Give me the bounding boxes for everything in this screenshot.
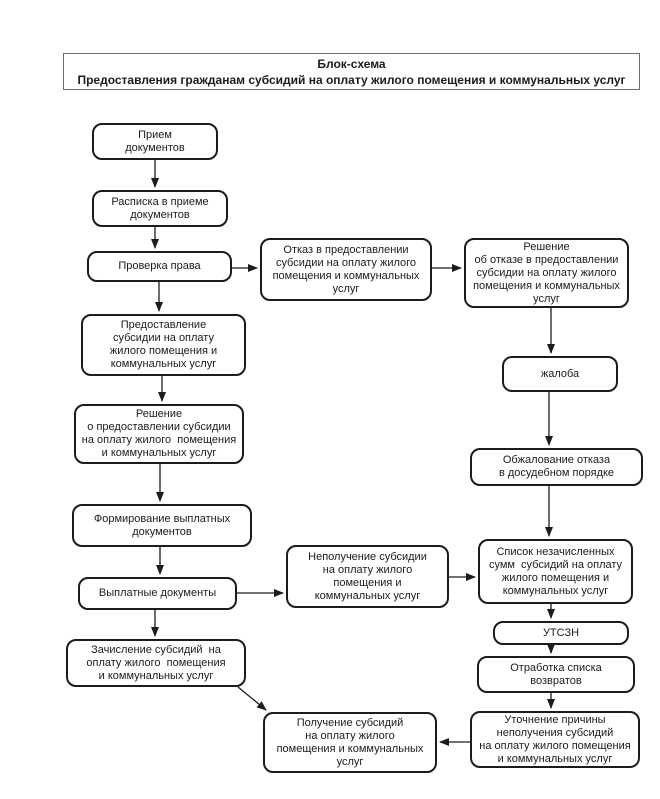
- node-spisok-nezachislennyh: Список незачисленных сумм субсидий на оп…: [478, 539, 633, 604]
- node-reshenie-o-predostavlenii: Решение о предоставлении субсидии на опл…: [74, 404, 244, 464]
- node-predostavlenie-subsidii: Предоставление субсидии на оплату жилого…: [81, 314, 246, 376]
- node-obzhalovanie-otkaza: Обжалование отказа в досудебном порядке: [470, 448, 643, 486]
- node-reshenie-ob-otkaze: Решение об отказе в предоставлении субси…: [464, 238, 629, 308]
- diagram-title-line1: Блок-схема: [317, 56, 386, 71]
- node-utochnenie-prichiny: Уточнение причины неполучения субсидий н…: [470, 711, 640, 768]
- node-zachislenie-subsidij: Зачисление субсидий на оплату жилого пом…: [66, 639, 246, 687]
- diagram-title-line2: Предоставления гражданам субсидий на опл…: [77, 72, 626, 87]
- arrow-zachislenie-to-poluchenie: [237, 686, 267, 711]
- node-vyplatnye-dokumenty: Выплатные документы: [78, 577, 237, 610]
- node-priem-dokumentov: Прием документов: [92, 123, 218, 160]
- node-utszn: УТСЗН: [493, 621, 629, 645]
- node-zhaloba: жалоба: [502, 356, 618, 392]
- node-otrabotka-spiska: Отработка списка возвратов: [477, 656, 635, 693]
- diagram-title-box: Блок-схема Предоставления гражданам субс…: [63, 53, 640, 90]
- node-formirovanie-vyplatnyh: Формирование выплатных документов: [72, 504, 252, 547]
- node-nepoluchenie-subsidii: Неполучение субсидии на оплату жилого по…: [286, 545, 449, 608]
- node-otkaz-v-predostavlenii: Отказ в предоставлении субсидии на оплат…: [260, 238, 432, 301]
- node-proverka-prava: Проверка права: [87, 251, 232, 282]
- node-poluchenie-subsidij: Получение субсидий на оплату жилого поме…: [263, 712, 437, 773]
- node-raspiska-v-prieme: Расписка в приеме документов: [92, 190, 228, 227]
